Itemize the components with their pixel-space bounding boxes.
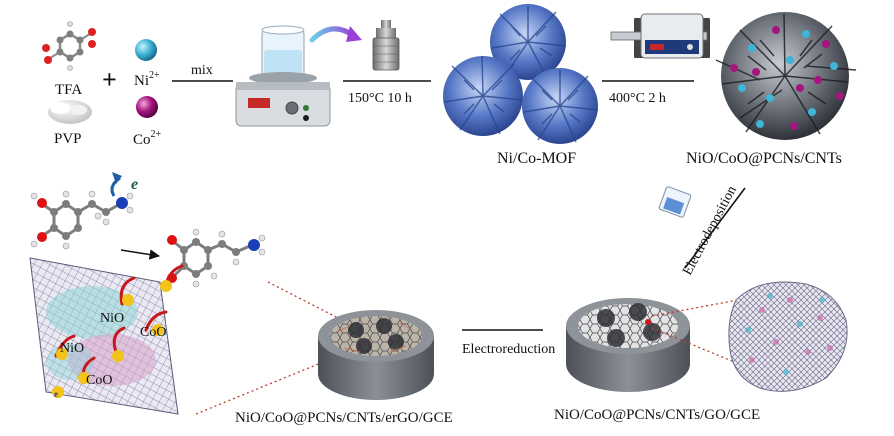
plus-sign: +: [102, 65, 117, 94]
sheet-connector-lines: [195, 281, 339, 415]
sheet-electron-label: e: [54, 389, 58, 399]
electrode-go: [566, 298, 690, 392]
mof-flower-1: [490, 4, 567, 80]
electron-arrow-head: [112, 172, 122, 184]
tube-furnace-icon: [610, 13, 710, 59]
tfa-label: TFA: [55, 82, 82, 98]
electrodeposition-line: [684, 187, 746, 269]
co-ion-sphere: [136, 96, 158, 118]
autoclave-icon: [372, 20, 400, 71]
electrode-ergo: [318, 310, 434, 400]
step1-label: 150°C 10 h: [348, 91, 412, 106]
mix-label: mix: [191, 63, 213, 78]
pvp-powder-icon: [48, 100, 92, 124]
sensing-sheet: [29, 257, 179, 415]
oxidation-arrow: [120, 249, 161, 260]
curved-arrow-head: [346, 26, 362, 42]
mof-flower-3: [522, 68, 599, 144]
sheet-coo-label-1: CoO: [140, 325, 166, 340]
hotplate-stirrer-icon: [235, 25, 331, 127]
sheet-nio-label-2: NiO: [60, 341, 84, 356]
co-ion-label: Co2+: [133, 129, 162, 148]
go-wrapped-particle: [728, 281, 848, 392]
ni-ion-sphere: [135, 39, 157, 61]
oxidized-molecule-icon: [167, 228, 266, 288]
electroreduction-label: Electroreduction: [462, 342, 555, 357]
composite-co-dots: [730, 26, 844, 130]
ni-ion-label: Ni2+: [134, 70, 160, 89]
go-electrode-label: NiO/CoO@PCNs/CNTs/GO/GCE: [554, 407, 760, 423]
mof-flower-2: [443, 55, 523, 136]
sheet-electron-badges: [52, 280, 172, 398]
step2-label: 400°C 2 h: [609, 91, 666, 106]
tfa-molecule-icon: [42, 21, 96, 71]
composite-label: NiO/CoO@PCNs/CNTs: [686, 150, 842, 167]
composite-particle: [715, 12, 857, 140]
electron-label: e: [131, 176, 138, 193]
cuvette-icon: [658, 186, 692, 218]
zoom-connector-lines: [651, 299, 745, 367]
sheet-coo-label-3: CoO: [86, 373, 112, 388]
dopamine-molecule-icon: [30, 190, 134, 250]
ergo-electrode-label: NiO/CoO@PCNs/CNTs/erGO/GCE: [235, 410, 453, 426]
mof-flower-cluster: [443, 4, 599, 144]
sheet-nio-label-1: NiO: [100, 311, 124, 326]
mof-label: Ni/Co-MOF: [497, 150, 576, 167]
pvp-label: PVP: [54, 131, 82, 147]
composite-ni-dots: [738, 30, 838, 128]
